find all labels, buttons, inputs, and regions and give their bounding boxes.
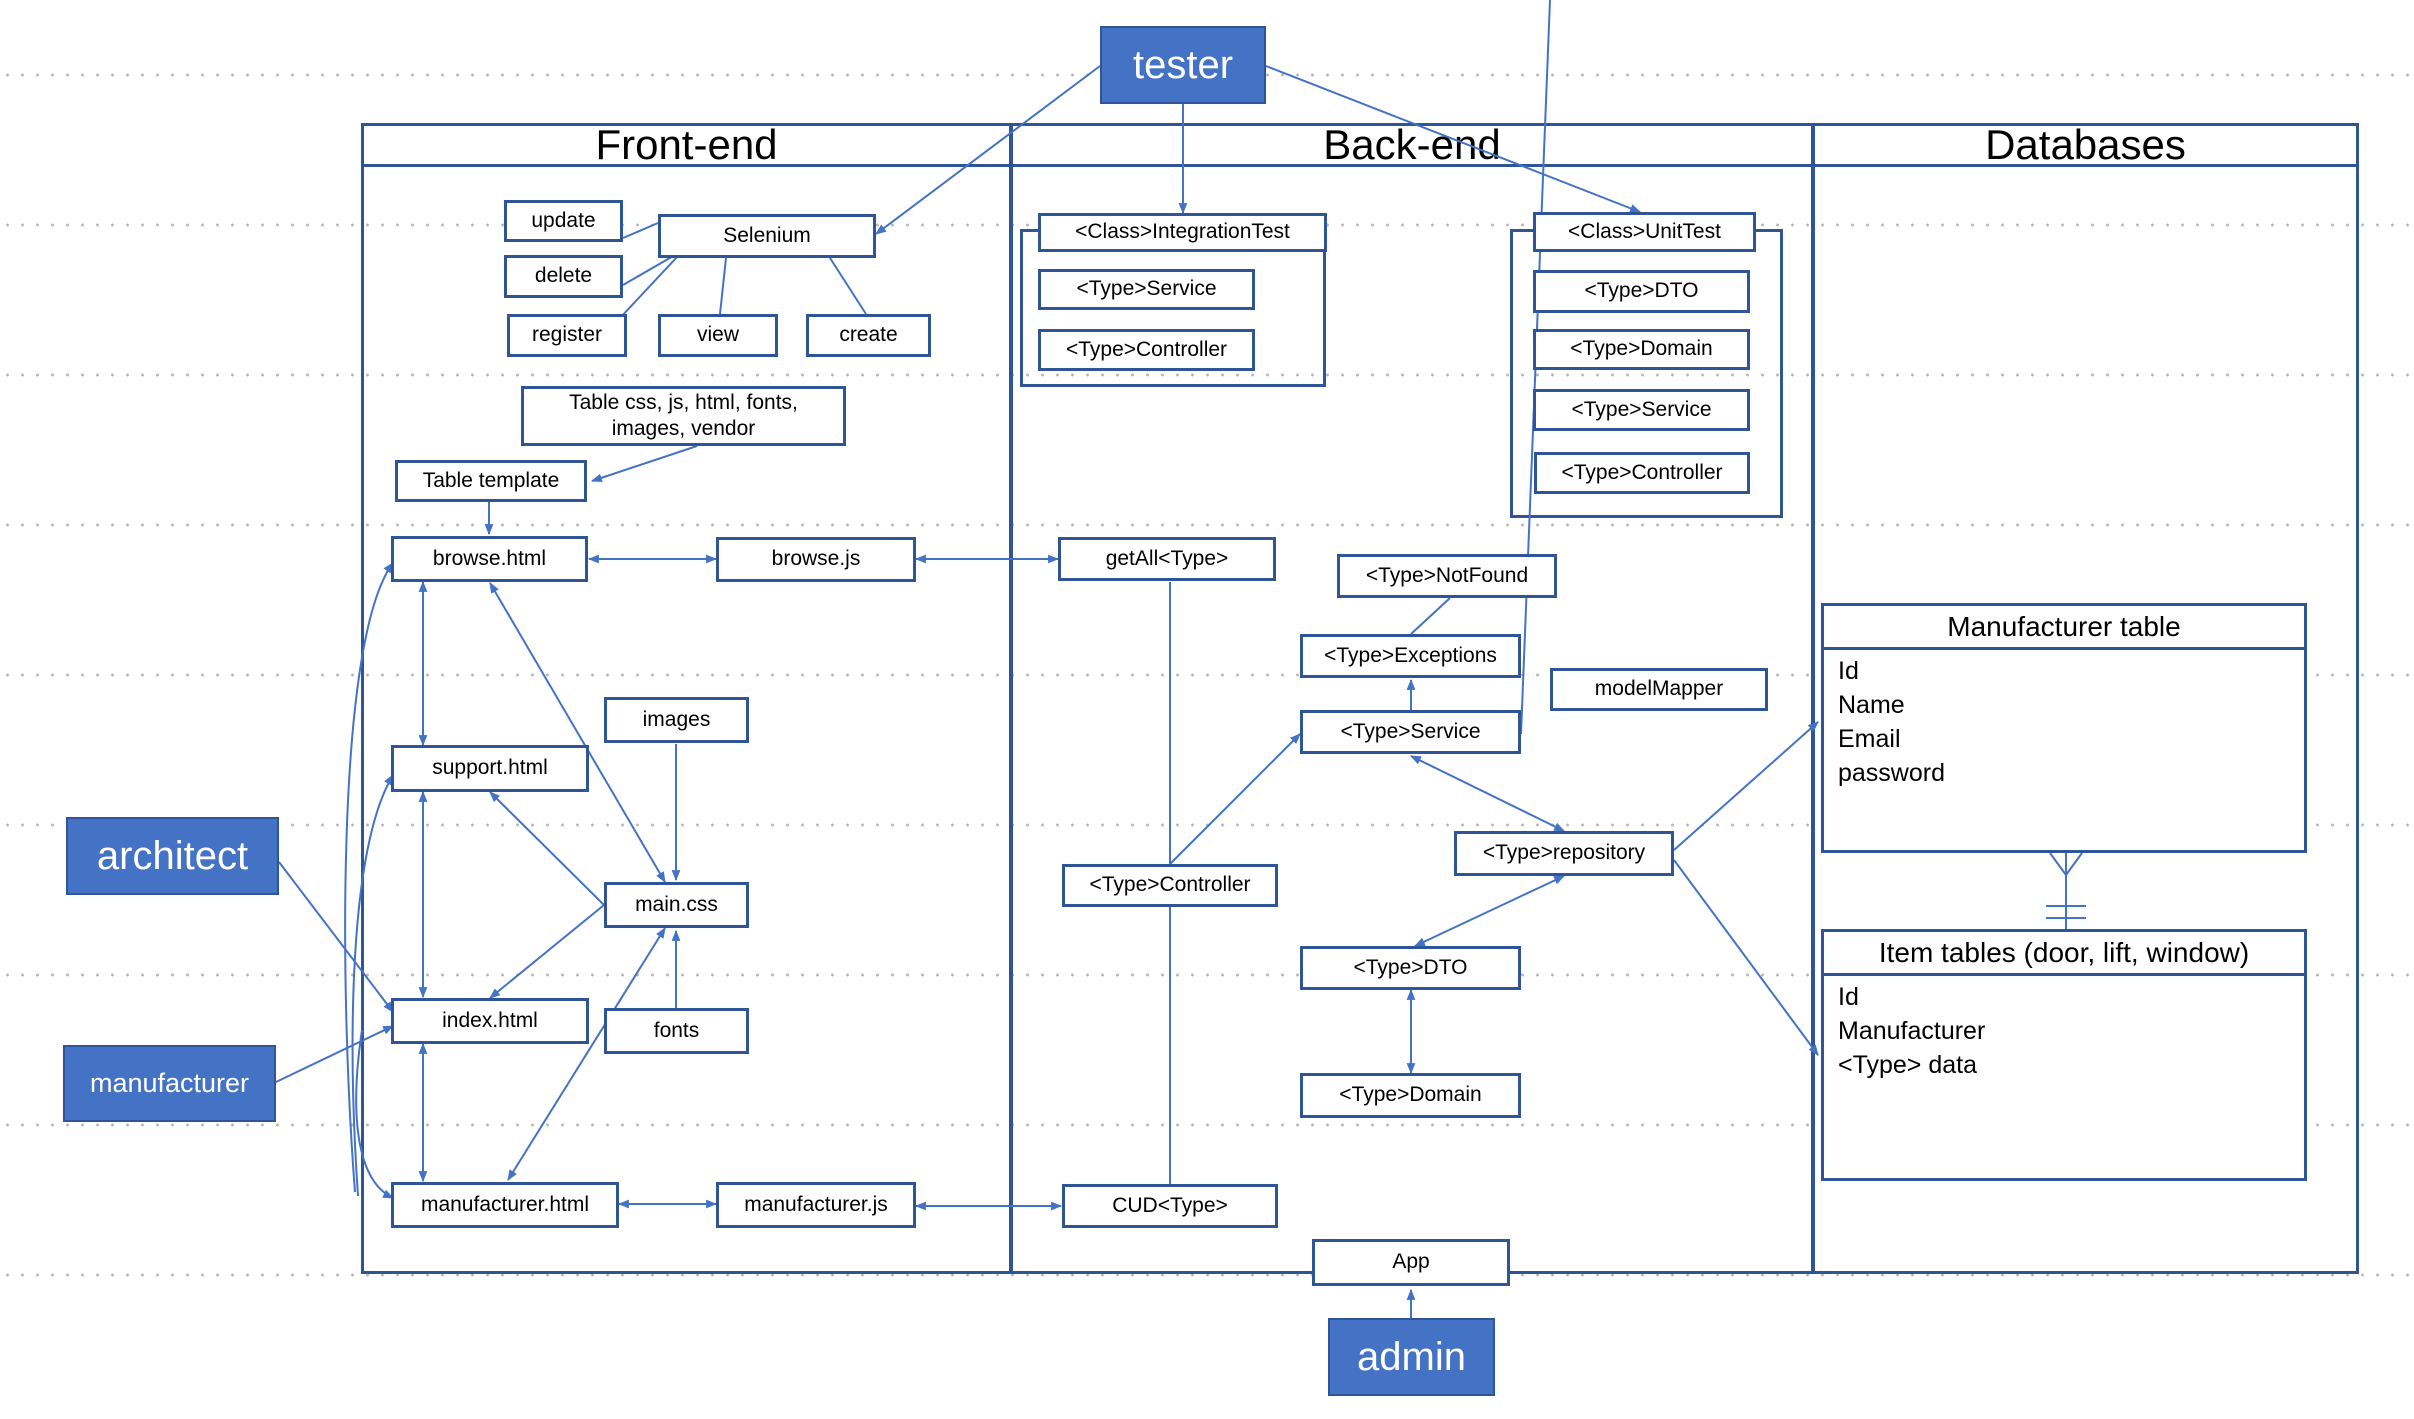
edge-curve-browse [344,562,394,1193]
support-html-node[interactable]: support.html [391,745,589,792]
table-assets-node[interactable]: Table css, js, html, fonts, images, vend… [521,386,846,446]
unit-test-node[interactable]: <Class>UnitTest [1533,212,1756,252]
images-node[interactable]: images [604,697,749,743]
manufacturer-table[interactable]: Manufacturer table Id Name Email passwor… [1821,603,2307,853]
edge-tester-selenium [875,65,1101,235]
edge-tester-unittest [1265,65,1642,213]
edge-controller-service [1169,733,1301,865]
edge-curve-support [351,774,394,1197]
architect-actor[interactable]: architect [66,817,279,895]
repository-node[interactable]: <Type>repository [1454,831,1674,876]
field-id: Id [1838,657,1859,685]
integration-test-node[interactable]: <Class>IntegrationTest [1038,213,1327,252]
unit-controller-node[interactable]: <Type>Controller [1534,452,1750,494]
edge-repository-dto [1414,875,1565,947]
item-tables[interactable]: Item tables (door, lift, window) Id Manu… [1821,929,2307,1181]
delete-node[interactable]: delete [504,255,623,298]
main-css-node[interactable]: main.css [604,882,749,928]
get-all-node[interactable]: getAll<Type> [1058,537,1276,581]
register-node[interactable]: register [507,314,627,357]
edge-service-repository [1410,755,1565,832]
update-node[interactable]: update [504,200,623,242]
unit-dto-node[interactable]: <Type>DTO [1533,270,1750,313]
unit-domain-node[interactable]: <Type>Domain [1533,329,1750,370]
integration-controller-node[interactable]: <Type>Controller [1038,329,1255,371]
edge-architect-index [278,861,394,1013]
create-node[interactable]: create [806,314,931,357]
edge-maincss-support [489,791,605,906]
field-password: password [1838,759,1945,787]
field-type-data: <Type> data [1838,1051,1978,1079]
relation-crowfoot-right [2065,852,2083,876]
edge-selenium-update [622,222,659,239]
unit-service-node[interactable]: <Type>Service [1533,389,1750,431]
table-template-node[interactable]: Table template [395,460,587,502]
item-tables-fields: Id Manufacturer <Type> data [1824,976,2304,1082]
edge-selenium-create [829,257,867,315]
edge-assets-template [590,445,698,483]
fonts-node[interactable]: fonts [604,1008,749,1054]
exceptions-node[interactable]: <Type>Exceptions [1300,634,1521,678]
field-email: Email [1838,725,1901,753]
edge-manufacturer-actor-index [275,1025,394,1083]
service-node[interactable]: <Type>Service [1300,710,1521,754]
manufacturer-table-title: Manufacturer table [1824,606,2304,650]
dto-node[interactable]: <Type>DTO [1300,946,1521,990]
browse-js-node[interactable]: browse.js [716,537,916,582]
field-id: Id [1838,983,1859,1011]
edge-repository-manufacturer-table [1673,721,1819,851]
model-mapper-node[interactable]: modelMapper [1550,668,1768,711]
backend-title: Back-end [1010,121,1814,168]
index-html-node[interactable]: index.html [391,998,589,1044]
edge-selenium-register [619,255,679,319]
edge-exceptions-notfound [1410,597,1451,635]
item-tables-title: Item tables (door, lift, window) [1824,932,2304,976]
edge-curve-manufacturer [355,1029,394,1199]
edge-maincss-browse [489,582,666,883]
not-found-node[interactable]: <Type>NotFound [1337,554,1557,598]
edge-selenium-delete [622,254,676,286]
view-node[interactable]: view [658,314,778,357]
edge-maincss-index [489,904,605,999]
integration-service-node[interactable]: <Type>Service [1038,269,1255,310]
relation-crowfoot-left [2049,852,2067,876]
edge-maincss-manufacturer [507,927,666,1181]
tester-actor[interactable]: tester [1100,26,1266,104]
field-manufacturer: Manufacturer [1838,1017,1986,1045]
domain-node[interactable]: <Type>Domain [1300,1073,1521,1118]
cud-node[interactable]: CUD<Type> [1062,1184,1278,1228]
edge-repository-item-tables [1673,859,1819,1056]
admin-actor[interactable]: admin [1328,1318,1495,1396]
field-name: Name [1838,691,1905,719]
edge-selenium-view [719,257,727,315]
frontend-title: Front-end [361,121,1012,168]
databases-title: Databases [1812,121,2359,168]
app-node[interactable]: App [1312,1239,1510,1286]
manufacturer-js-node[interactable]: manufacturer.js [716,1182,916,1228]
selenium-node[interactable]: Selenium [658,214,876,258]
controller-node[interactable]: <Type>Controller [1062,864,1278,907]
manufacturer-actor[interactable]: manufacturer [63,1045,276,1122]
browse-html-node[interactable]: browse.html [391,536,588,582]
manufacturer-table-fields: Id Name Email password [1824,650,2304,790]
manufacturer-html-node[interactable]: manufacturer.html [391,1182,619,1228]
